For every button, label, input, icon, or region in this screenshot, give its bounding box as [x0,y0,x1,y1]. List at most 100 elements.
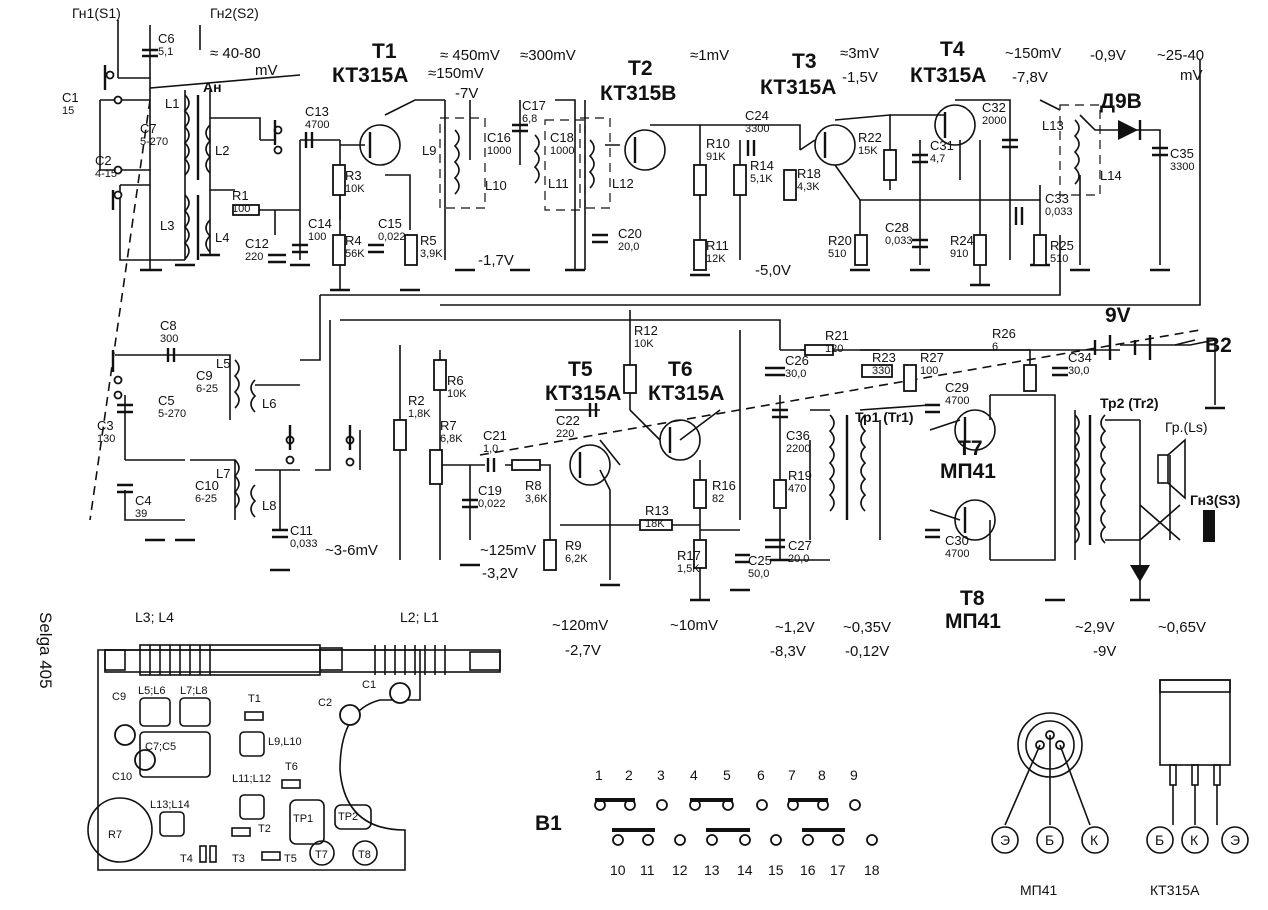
component-label-r7: R7 [440,418,457,433]
component-label-r25: R25 [1050,238,1074,253]
component-value-r20: 510 [828,248,846,260]
component-label-c24: C24 [745,108,769,123]
component-label-c5: C5 [158,393,175,408]
component-value-r7: 6,8K [440,433,463,445]
component-label-c20: C20 [618,226,642,241]
component-value-c4: 39 [135,508,147,520]
signal-level-t78-cdc: -9V [1093,643,1116,660]
component-value-r18: 4,3K [797,181,820,193]
coil-label-l7: L7 [216,466,230,481]
switch-map-label: B1 [535,812,562,835]
pcb-label-c10: C10 [112,771,132,783]
component-value-r13: 18K [645,518,665,530]
component-label-c18: C18 [550,130,574,145]
t8-type: МП41 [945,610,1001,633]
component-label-c26: C26 [785,353,809,368]
t6-type: КТ315А [648,382,724,405]
switch-bottom-number-15: 15 [768,862,784,878]
t8-symbol [954,499,996,541]
kt315-pin-3: Э [1230,832,1240,848]
component-value-r10: 91K [706,151,726,163]
component-label-r19: R19 [788,468,812,483]
pcb-label-t1: T1 [248,693,261,705]
component-label-c31: C31 [930,138,954,153]
component-value-c12: 220 [245,251,263,263]
component-label-c33: C33 [1045,191,1069,206]
coil-label-l6: L6 [262,396,276,411]
pcb-label-t6: T6 [285,761,298,773]
t7-name: T7 [958,437,983,460]
labels: Гн1(S1) Гн2(S2) Ан T1 КТ315А T2 КТ315В T… [72,5,1240,633]
component-label-c34: C34 [1068,350,1092,365]
switch-top-number-8: 8 [818,767,826,783]
diode-symbol [1118,120,1150,582]
signal-level-v-in: ~3-6mV [325,542,378,559]
component-label-r16: R16 [712,478,736,493]
component-value-c17: 6,8 [522,113,537,125]
input-s1-label: Гн1(S1) [72,5,121,21]
pcb-label-t5: T5 [284,853,297,865]
switch-bottom-contact-11 [642,834,654,846]
component-label-c25: C25 [748,553,772,568]
component-value-c10: 6-25 [195,493,217,505]
component-label-c19: C19 [478,483,502,498]
t1-symbol [359,124,401,166]
component-label-r8: R8 [525,478,542,493]
switch-top-contact-9 [849,799,861,811]
pcb-label-tp2: TP2 [338,811,358,823]
switch-bottom-contact-14 [739,834,751,846]
component-label-r17: R17 [677,548,701,563]
tr2-label: Тр2 (Tr2) [1100,395,1159,411]
tr1-label: Тр1 (Tr1) [855,409,914,425]
component-value-r9: 6,2K [565,553,588,565]
component-label-c8: C8 [160,318,177,333]
capacitor-plates [117,48,1168,564]
coil-label-l14: L14 [1100,168,1122,183]
model-label: Selga 405 [36,612,55,689]
component-label-c16: C16 [487,130,511,145]
component-label-r9: R9 [565,538,582,553]
component-label-c10: C10 [195,478,219,493]
component-value-r22: 15K [858,145,878,157]
component-label-r11: R11 [706,238,729,253]
component-label-r3: R3 [345,168,362,183]
switch-top-number-9: 9 [850,767,858,783]
component-label-c6: C6 [158,31,175,46]
switch-bottom-contact-13 [706,834,718,846]
component-label-r18: R18 [797,166,821,181]
component-value-r4: 56K [345,248,365,260]
switch-bottom-contact-17 [832,834,844,846]
component-label-c35: C35 [1170,146,1194,161]
signal-level-tr1-dc: -8,3V [770,643,806,660]
switch-bottom-contact-16 [802,834,814,846]
component-label-r5: R5 [420,233,437,248]
component-label-r6: R6 [447,373,464,388]
component-label-r2: R2 [408,393,425,408]
component-value-r12: 10K [634,338,654,350]
component-value-r17: 1,5K [677,563,700,575]
coil-label-l5: L5 [216,356,230,371]
component-label-r20: R20 [828,233,852,248]
mp41-label: МП41 [1020,882,1058,898]
component-value-c34: 30,0 [1068,365,1089,377]
switch-bottom-number-18: 18 [864,862,880,878]
ground-symbols [140,253,1225,602]
component-label-c13: C13 [305,104,329,119]
signal-level-t2: ≈1mV [690,47,729,64]
mp41-pin-1: Э [1000,832,1010,848]
component-label-c29: C29 [945,380,969,395]
switch-bottom-number-10: 10 [610,862,626,878]
switch-bottom-number-11: 11 [640,862,655,878]
component-value-r24: 910 [950,248,968,260]
signal-level-t1-dc: -7V [455,85,478,102]
switch-bottom-number-12: 12 [672,862,688,878]
signal-level-spk: ~0,65V [1158,619,1206,636]
t1-name: T1 [372,40,397,63]
coil-label-l9: L9 [422,143,436,158]
t4-type: КТ315А [910,64,986,87]
coil-label-l4: L4 [215,230,229,245]
pcb-label-l5l6: L5;L6 [138,685,166,697]
kt315-pin-1: Б [1155,832,1164,848]
